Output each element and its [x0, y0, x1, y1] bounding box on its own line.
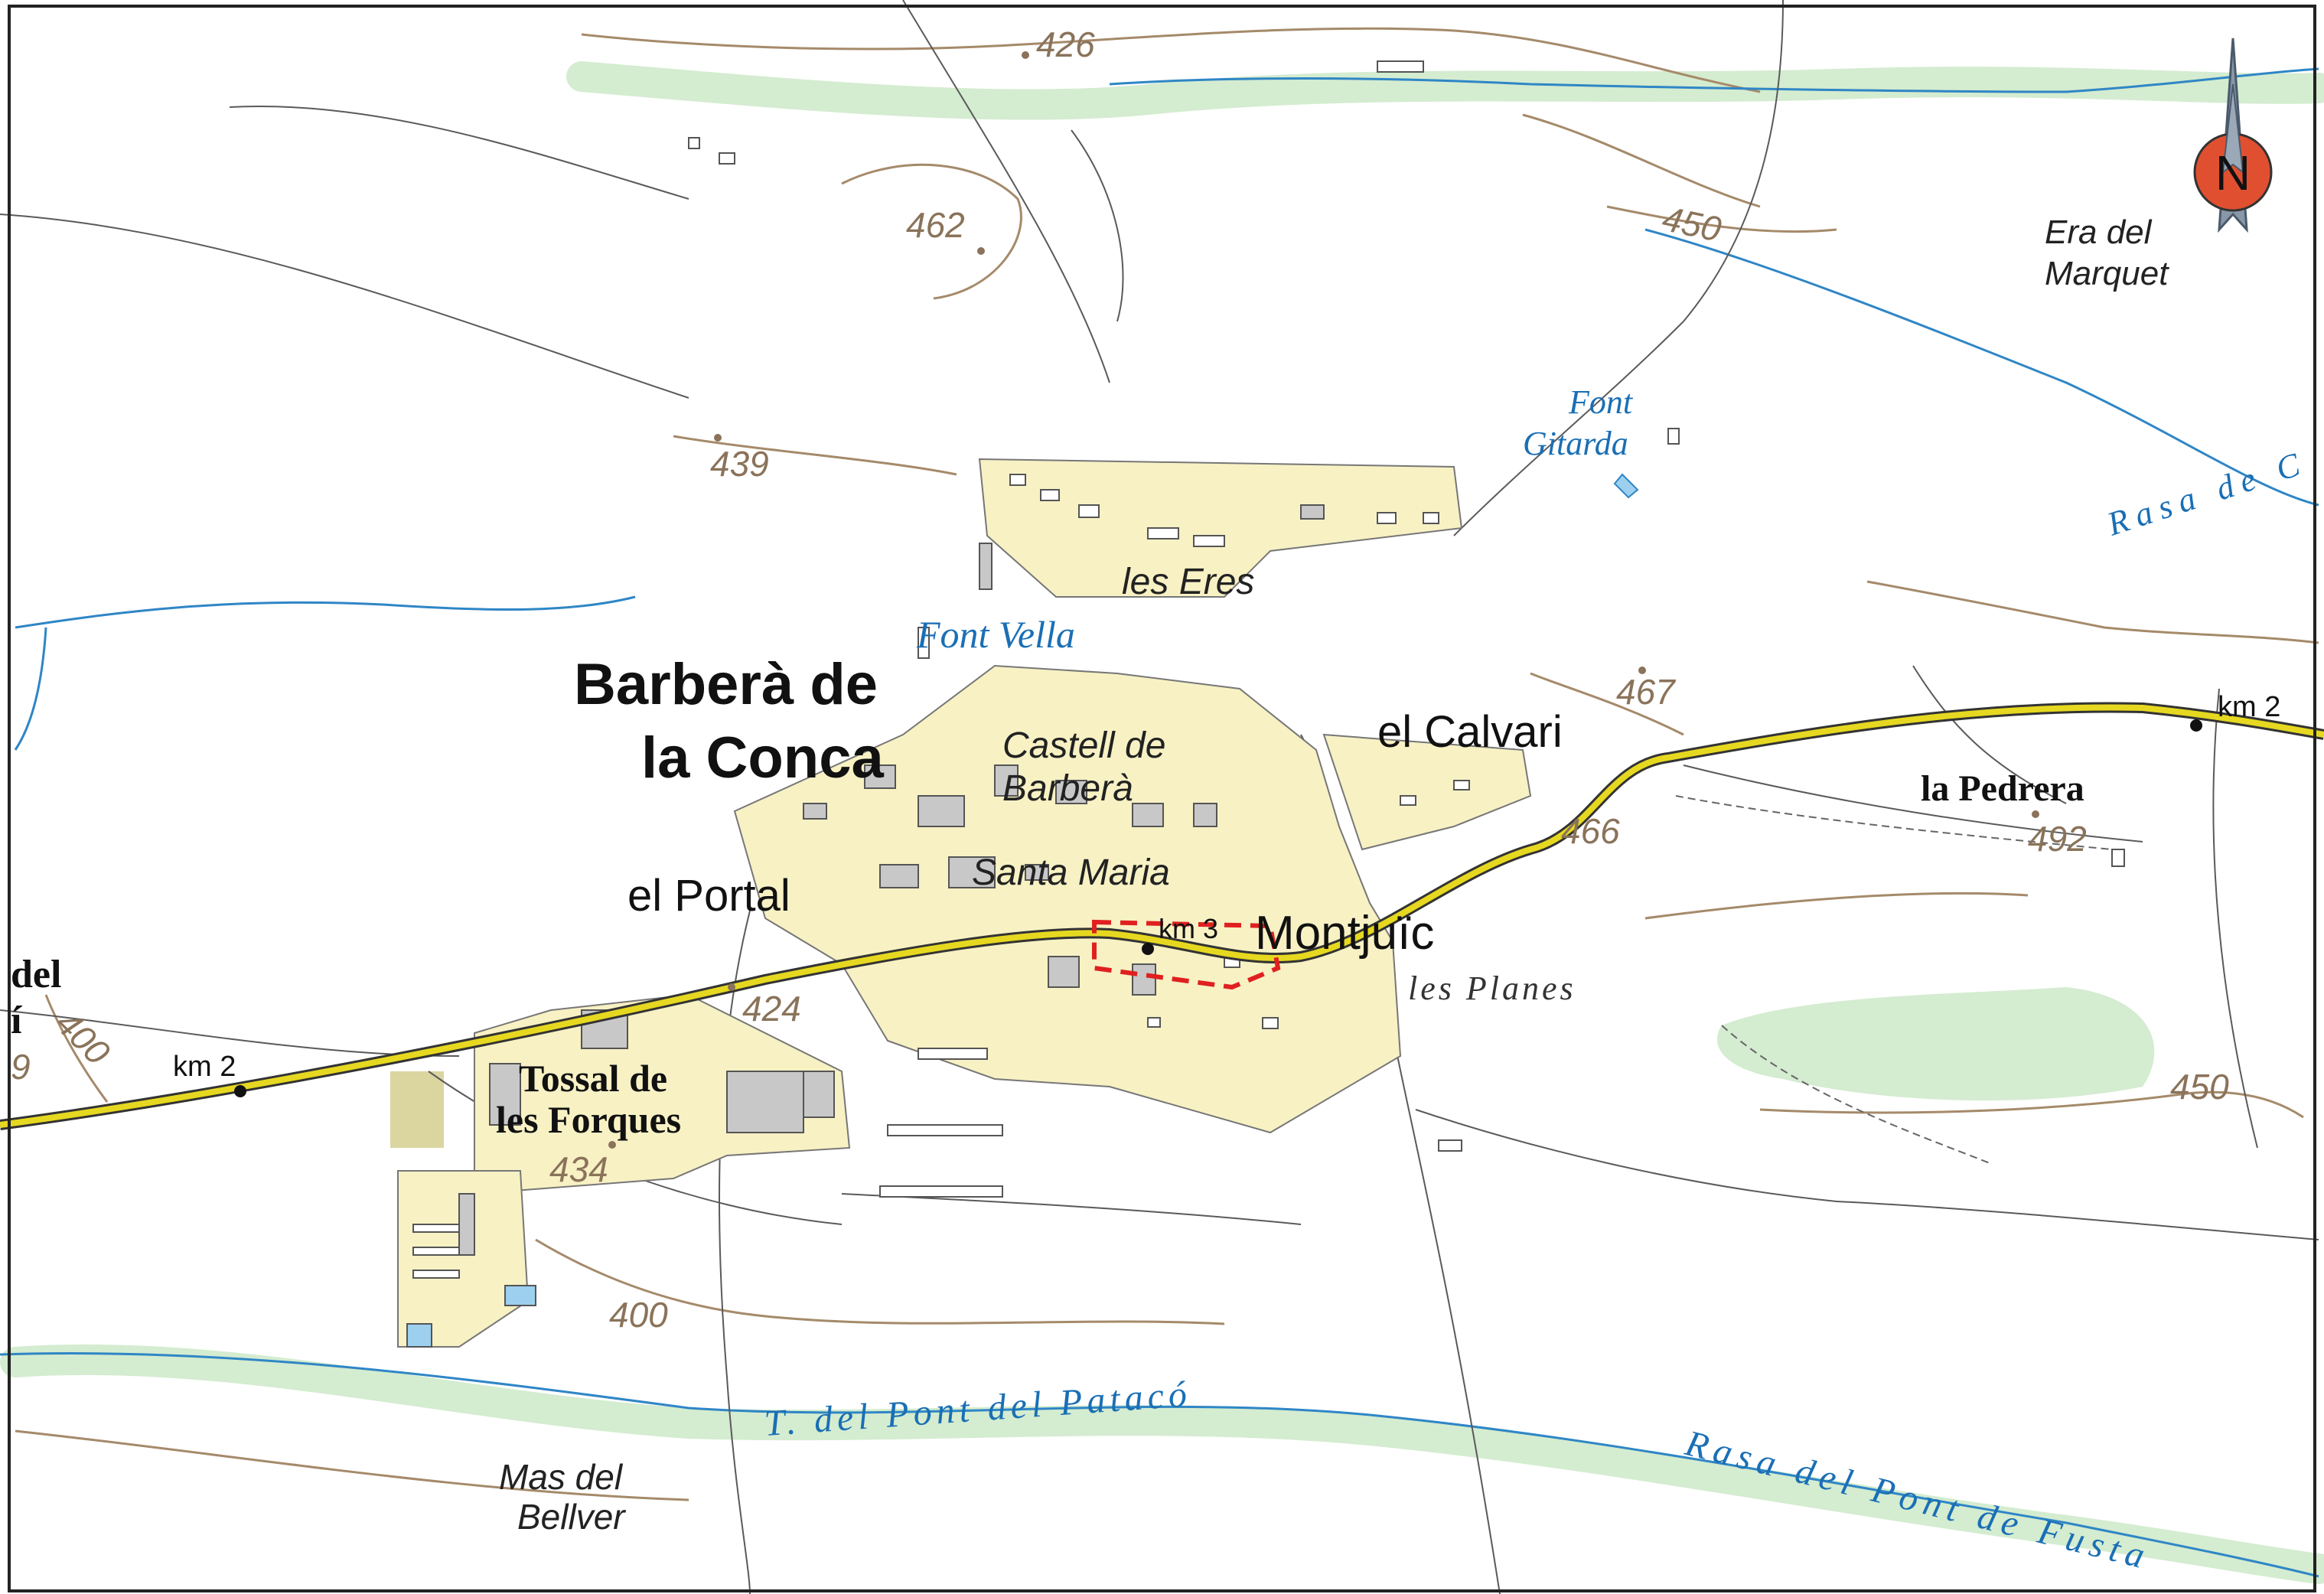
- label-gitarda: Gitarda: [1523, 425, 1628, 462]
- town-name-line1: Barberà de: [574, 652, 878, 717]
- km2-right-point: [2190, 719, 2202, 732]
- label-les-planes: les Planes: [1408, 970, 1576, 1007]
- elevation-492: 492: [2028, 819, 2087, 859]
- elevation-426: 426: [1036, 24, 1095, 64]
- elevation-434: 434: [549, 1149, 608, 1189]
- label-era-del: Era del: [2045, 214, 2153, 251]
- west-branch: [14, 627, 47, 751]
- dashed-path-south: [1721, 1025, 1990, 1164]
- elevation-439: 439: [710, 444, 769, 484]
- map-frame: [8, 5, 2316, 1592]
- spot-heights: [608, 51, 2039, 1149]
- label-la-pedrera: la Pedrera: [1921, 768, 2084, 809]
- label-font: Font: [1568, 383, 1634, 421]
- elevation-450-east: 450: [2170, 1067, 2229, 1107]
- label-castell-line2: Barberà: [1002, 768, 1133, 809]
- km2-left-point: [234, 1085, 246, 1097]
- water-courses: [0, 67, 2319, 1578]
- dashed-path: [1675, 795, 2113, 850]
- label-montjuic: Montjuïc: [1255, 907, 1434, 960]
- label-santa-maria: Santa Maria: [972, 852, 1170, 893]
- label-km2-left: km 2: [173, 1051, 236, 1083]
- elevation-462: 462: [906, 205, 965, 245]
- road-c-240: [0, 704, 2324, 1128]
- label-bellver: Bellver: [517, 1497, 626, 1537]
- west-stream: [15, 595, 636, 629]
- elevation-partial: 9: [11, 1047, 31, 1087]
- label-marquet: Marquet: [2045, 255, 2169, 292]
- km-markers: [234, 719, 2202, 1097]
- elevation-400-south: 400: [609, 1295, 668, 1335]
- contour-lines: [15, 27, 2319, 1501]
- label-el-calvari: el Calvari: [1377, 707, 1563, 757]
- elevation-424: 424: [742, 989, 801, 1028]
- km3-point: [1142, 943, 1154, 955]
- north-arrow-icon: N: [2193, 37, 2273, 233]
- label-del-left-2: í: [11, 999, 23, 1042]
- north-arrow-label: N: [2215, 145, 2251, 200]
- highlighted-area-outline: [1092, 919, 1281, 990]
- southern-stream: [0, 1351, 2319, 1578]
- main-road: [0, 702, 2324, 1130]
- label-font-vella: Font Vella: [916, 613, 1075, 656]
- elevation-467: 467: [1616, 672, 1676, 712]
- label-mas-del: Mas del: [499, 1457, 624, 1497]
- label-tossal-line2: les Forques: [496, 1098, 681, 1141]
- label-del-left: del: [11, 953, 61, 996]
- label-km2-right: km 2: [2218, 691, 2280, 723]
- label-tossal-line1: Tossal de: [519, 1057, 667, 1100]
- elevation-466: 466: [1561, 811, 1620, 851]
- label-km3: km 3: [1159, 913, 1218, 944]
- label-castell-line1: Castell de: [1002, 725, 1165, 766]
- northern-stream: [1109, 67, 2319, 93]
- town-name-line2: la Conca: [641, 725, 884, 790]
- vegetation-areas: [0, 61, 2324, 1584]
- label-les-eres: les Eres: [1122, 562, 1254, 602]
- urban-area: [397, 458, 1532, 1348]
- label-el-portal: el Portal: [627, 871, 790, 921]
- rasa-de-c-stream: [1644, 228, 2319, 507]
